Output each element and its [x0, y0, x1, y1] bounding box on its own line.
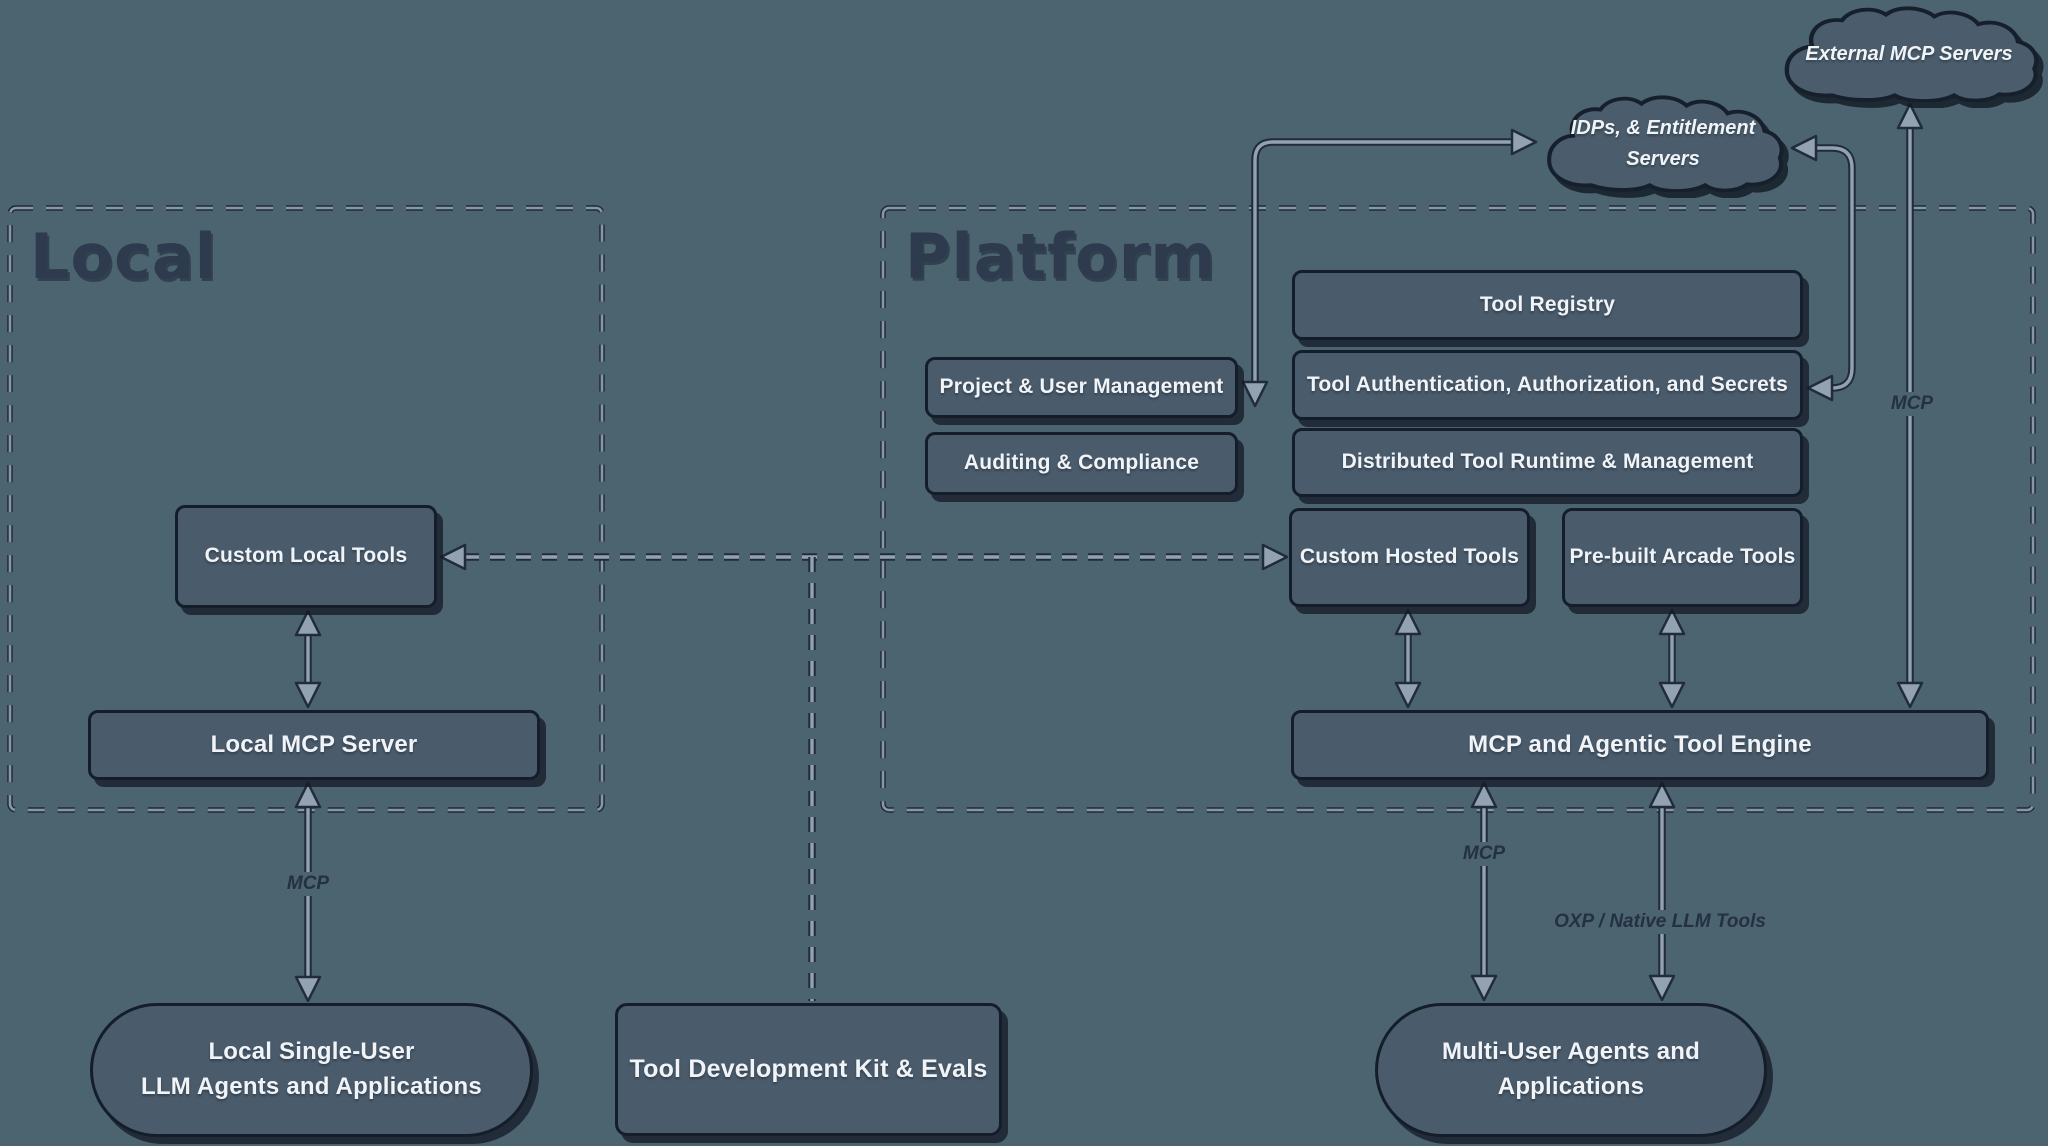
node-prebuilt-arcade-tools: Pre-built Arcade Tools [1562, 508, 1803, 607]
edge-project-mgmt-to-idp-cloud [1241, 128, 1538, 408]
node-local-single-user-line1: Local Single-User [208, 1038, 415, 1066]
edge-label-local-mcp: MCP [280, 872, 336, 896]
edge-tool-auth-to-idp-cloud [1790, 134, 1856, 402]
node-custom-local-tools-label: Custom Local Tools [204, 544, 408, 568]
node-distributed-runtime: Distributed Tool Runtime & Management [1292, 428, 1803, 497]
node-mcp-engine: MCP and Agentic Tool Engine [1291, 710, 1989, 780]
node-tool-auth: Tool Authentication, Authorization, and … [1292, 350, 1803, 420]
edge-hosted-tools-to-engine [1394, 608, 1422, 709]
idp-entitlement-cloud: IDPs, & Entitlement Servers [1540, 95, 1786, 192]
node-local-mcp-server: Local MCP Server [88, 710, 540, 780]
node-local-single-user-line2: LLM Agents and Applications [141, 1073, 482, 1100]
node-tool-dev-kit-label: Tool Development Kit & Evals [629, 1055, 988, 1084]
edge-custom-local-to-mcp-server [294, 609, 322, 709]
node-auditing-compliance-label: Auditing & Compliance [963, 451, 1200, 475]
node-local-mcp-server-label: Local MCP Server [210, 730, 418, 758]
node-multi-user-agents: Multi-User Agents and Applications [1375, 1003, 1767, 1137]
node-local-single-user-agents: Local Single-User LLM Agents and Applica… [90, 1003, 533, 1137]
node-prebuilt-arcade-tools-label: Pre-built Arcade Tools [1569, 545, 1796, 569]
node-project-user-management-label: Project & User Management [939, 375, 1224, 399]
node-custom-hosted-tools-label: Custom Hosted Tools [1299, 545, 1520, 569]
edge-label-engine-mcp: MCP [1456, 842, 1512, 866]
node-custom-local-tools: Custom Local Tools [175, 505, 437, 608]
external-mcp-servers-cloud: External MCP Servers [1777, 6, 2041, 102]
edge-engine-to-multiuser-mcp [1470, 781, 1498, 1002]
node-auditing-compliance: Auditing & Compliance [925, 432, 1238, 495]
local-group-title: Local [30, 220, 217, 293]
idp-cloud-line2: Servers [1626, 147, 1700, 170]
external-mcp-servers-label: External MCP Servers [1805, 42, 2013, 65]
edge-local-tools-hosted-tools [439, 543, 1289, 1001]
edge-engine-to-multiuser-oxp [1648, 781, 1676, 1002]
platform-group-title: Platform [905, 220, 1216, 293]
node-tool-registry: Tool Registry [1292, 270, 1803, 340]
node-multi-user-line2: Applications [1497, 1073, 1645, 1100]
cloud-icon [1547, 95, 1784, 192]
edge-label-external-mcp: MCP [1884, 392, 1940, 416]
idp-cloud-line1: IDPs, & Entitlement [1570, 116, 1756, 139]
node-project-user-management: Project & User Management [925, 357, 1238, 418]
node-multi-user-line1: Multi-User Agents and [1442, 1038, 1700, 1066]
edge-arcade-tools-to-engine [1658, 608, 1686, 709]
node-custom-hosted-tools: Custom Hosted Tools [1289, 508, 1530, 607]
node-distributed-runtime-label: Distributed Tool Runtime & Management [1341, 450, 1754, 474]
platform-group-border [880, 205, 2036, 813]
node-mcp-engine-label: MCP and Agentic Tool Engine [1468, 730, 1812, 758]
node-tool-dev-kit: Tool Development Kit & Evals [615, 1003, 1002, 1136]
node-tool-auth-label: Tool Authentication, Authorization, and … [1306, 372, 1789, 396]
node-tool-registry-label: Tool Registry [1479, 292, 1616, 316]
edge-label-oxp: OXP / Native LLM Tools [1548, 910, 1772, 934]
cloud-icon [1784, 6, 2039, 102]
